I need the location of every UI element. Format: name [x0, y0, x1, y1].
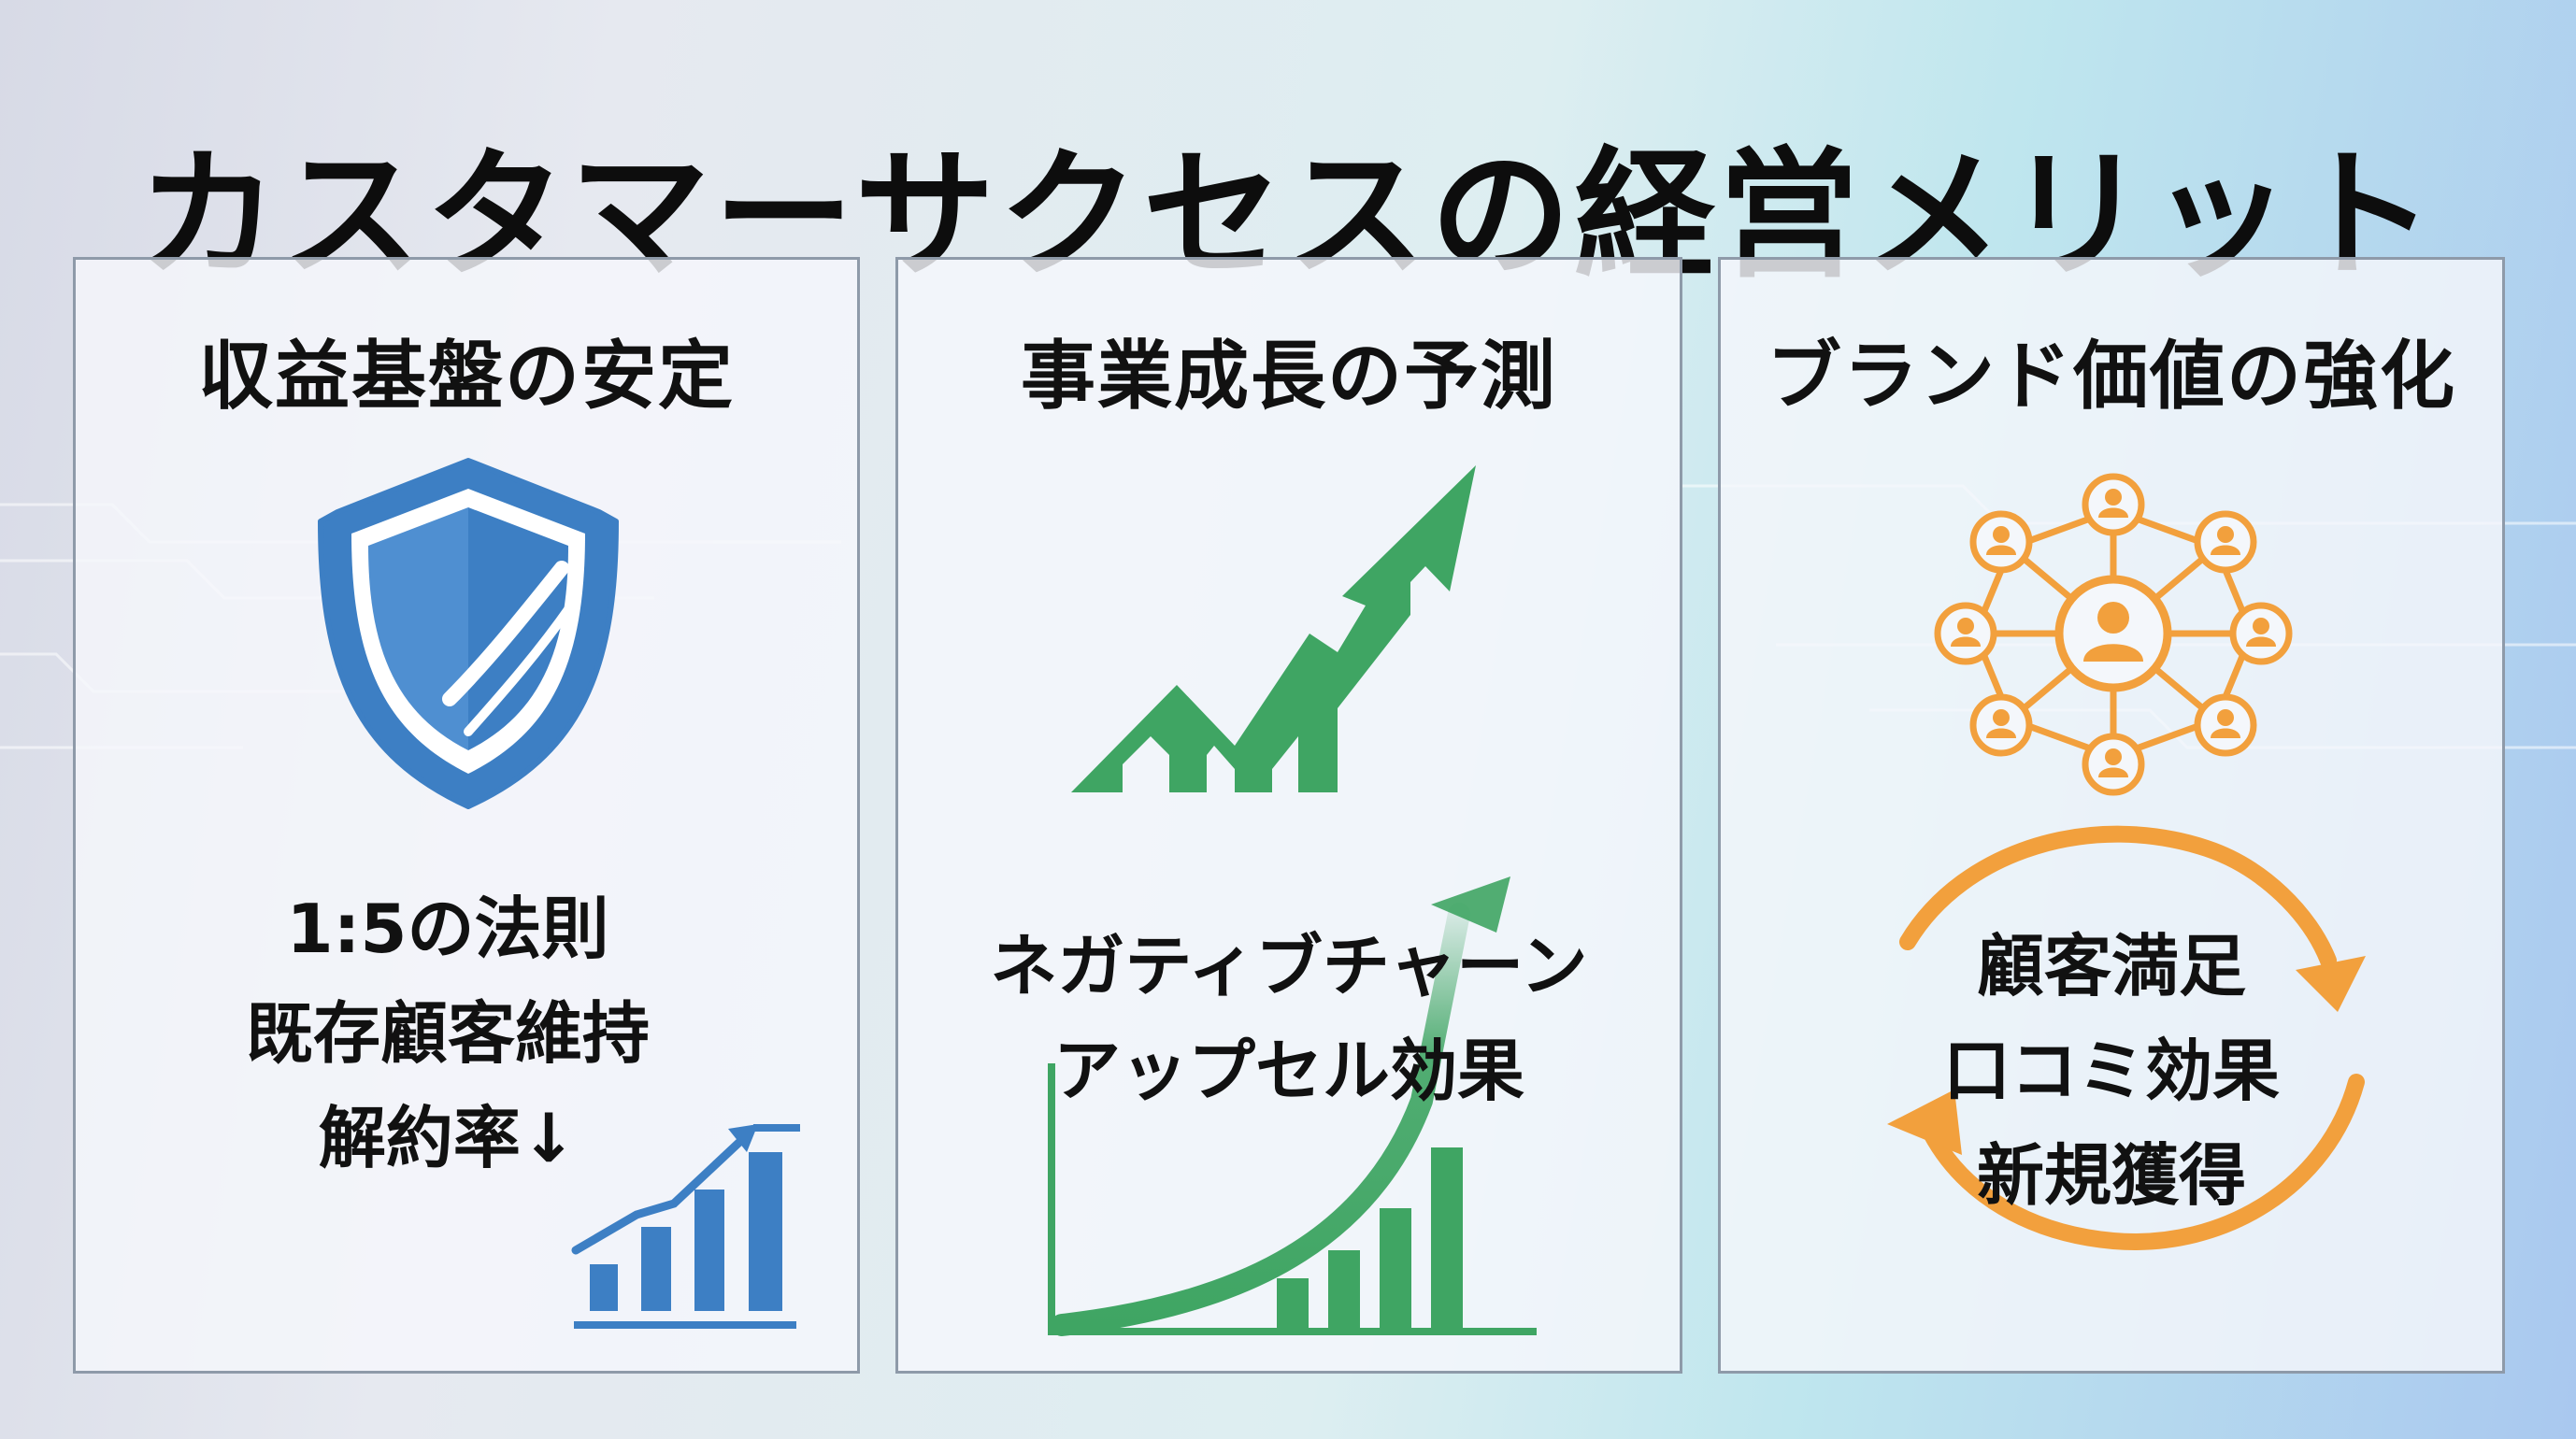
card-title: ブランド価値の強化 [1767, 333, 2456, 420]
card-1-points: 1:5の法則 既存顧客維持 解約率↓ [57, 876, 838, 1190]
card-1-graphics [318, 458, 800, 1329]
shield-icon [318, 458, 619, 809]
point-churn-down: 解約率↓ [318, 1099, 578, 1177]
point-retention: 既存顧客維持 [245, 994, 650, 1073]
point-one-to-five-rule: 1:5の法則 [286, 890, 609, 968]
point-new-acquisition: 新規獲得 [1976, 1136, 2246, 1215]
card-3-points: 顧客満足 口コミ効果 新規獲得 [1721, 914, 2502, 1228]
point-word-of-mouth: 口コミ効果 [1942, 1032, 2280, 1110]
card-brand-value: ブランド価値の強化 [1718, 257, 2505, 1374]
card-title: 事業成長の予測 [1021, 333, 1557, 420]
point-negative-churn: ネガティブチャーン [990, 927, 1588, 1005]
cycle-arrows-icon [1887, 825, 2366, 1250]
card-revenue-stability: 収益基盤の安定 1:5の法則 既存顧客維持 解約率↓ [73, 257, 860, 1374]
customer-network-icon [1934, 473, 2293, 796]
card-2-graphics [1048, 465, 1537, 1336]
card-2-points: ネガティブチャーン アップセル効果 [898, 914, 1680, 1123]
growth-arrow-icon [1071, 465, 1476, 792]
point-upsell: アップセル効果 [1052, 1032, 1524, 1110]
rising-bar-chart-icon [571, 1124, 800, 1329]
card-3-graphics [1887, 473, 2366, 1250]
point-customer-satisfaction: 顧客満足 [1976, 927, 2246, 1005]
card-growth-forecast: 事業成長の予測 ネガティブチャーン アップセル効果 [895, 257, 1682, 1374]
growth-curve-chart-icon [1048, 876, 1537, 1336]
card-title: 収益基盤の安定 [198, 333, 735, 420]
